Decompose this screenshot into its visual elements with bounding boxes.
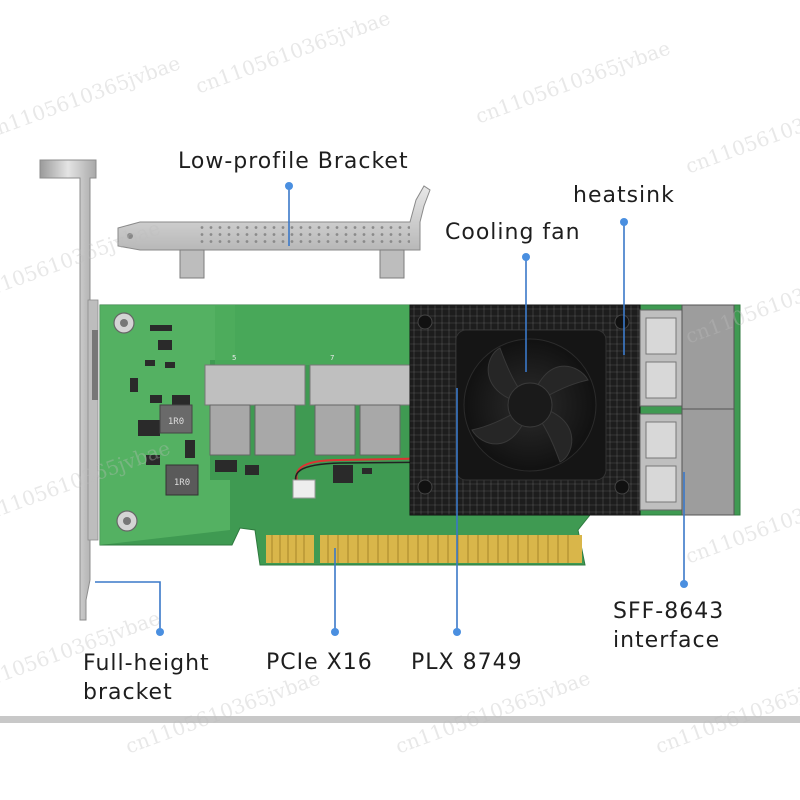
leader-dots bbox=[156, 182, 688, 636]
leader-lines bbox=[95, 186, 685, 632]
inductor-2: 1R0 bbox=[165, 464, 199, 496]
internal-connector-left: 5 bbox=[204, 354, 306, 456]
inductor-1: 1R0 bbox=[159, 404, 193, 434]
bottom-divider bbox=[0, 716, 800, 723]
label-pcie-x16: PCIe X16 bbox=[266, 650, 373, 675]
smd-components bbox=[130, 325, 372, 483]
internal-connector-right: 7 bbox=[309, 354, 411, 456]
fan-connector bbox=[292, 479, 316, 499]
label-sff-8643-2: interface bbox=[613, 628, 721, 653]
pcie-gold-fingers bbox=[266, 535, 582, 563]
sff-8643-ports bbox=[639, 304, 735, 516]
svg-text:5: 5 bbox=[232, 354, 236, 362]
label-heatsink: heatsink bbox=[573, 183, 675, 208]
label-low-profile-bracket: Low-profile Bracket bbox=[178, 149, 409, 174]
svg-text:1R0: 1R0 bbox=[174, 478, 190, 488]
label-plx-8749: PLX 8749 bbox=[411, 650, 523, 675]
mounting-hole-top bbox=[113, 312, 135, 334]
svg-text:7: 7 bbox=[330, 354, 334, 362]
full-height-bracket bbox=[39, 159, 99, 621]
label-cooling-fan: Cooling fan bbox=[445, 220, 581, 245]
label-sff-8643-1: SFF-8643 bbox=[613, 599, 725, 624]
cooling-fan bbox=[455, 329, 607, 481]
leader-full-height bbox=[95, 581, 161, 632]
low-profile-bracket bbox=[117, 185, 431, 279]
label-full-height-bracket-2: bracket bbox=[83, 680, 173, 705]
mounting-hole-bottom bbox=[116, 510, 138, 532]
svg-text:1R0: 1R0 bbox=[168, 417, 184, 427]
label-full-height-bracket-1: Full-height bbox=[83, 651, 210, 676]
